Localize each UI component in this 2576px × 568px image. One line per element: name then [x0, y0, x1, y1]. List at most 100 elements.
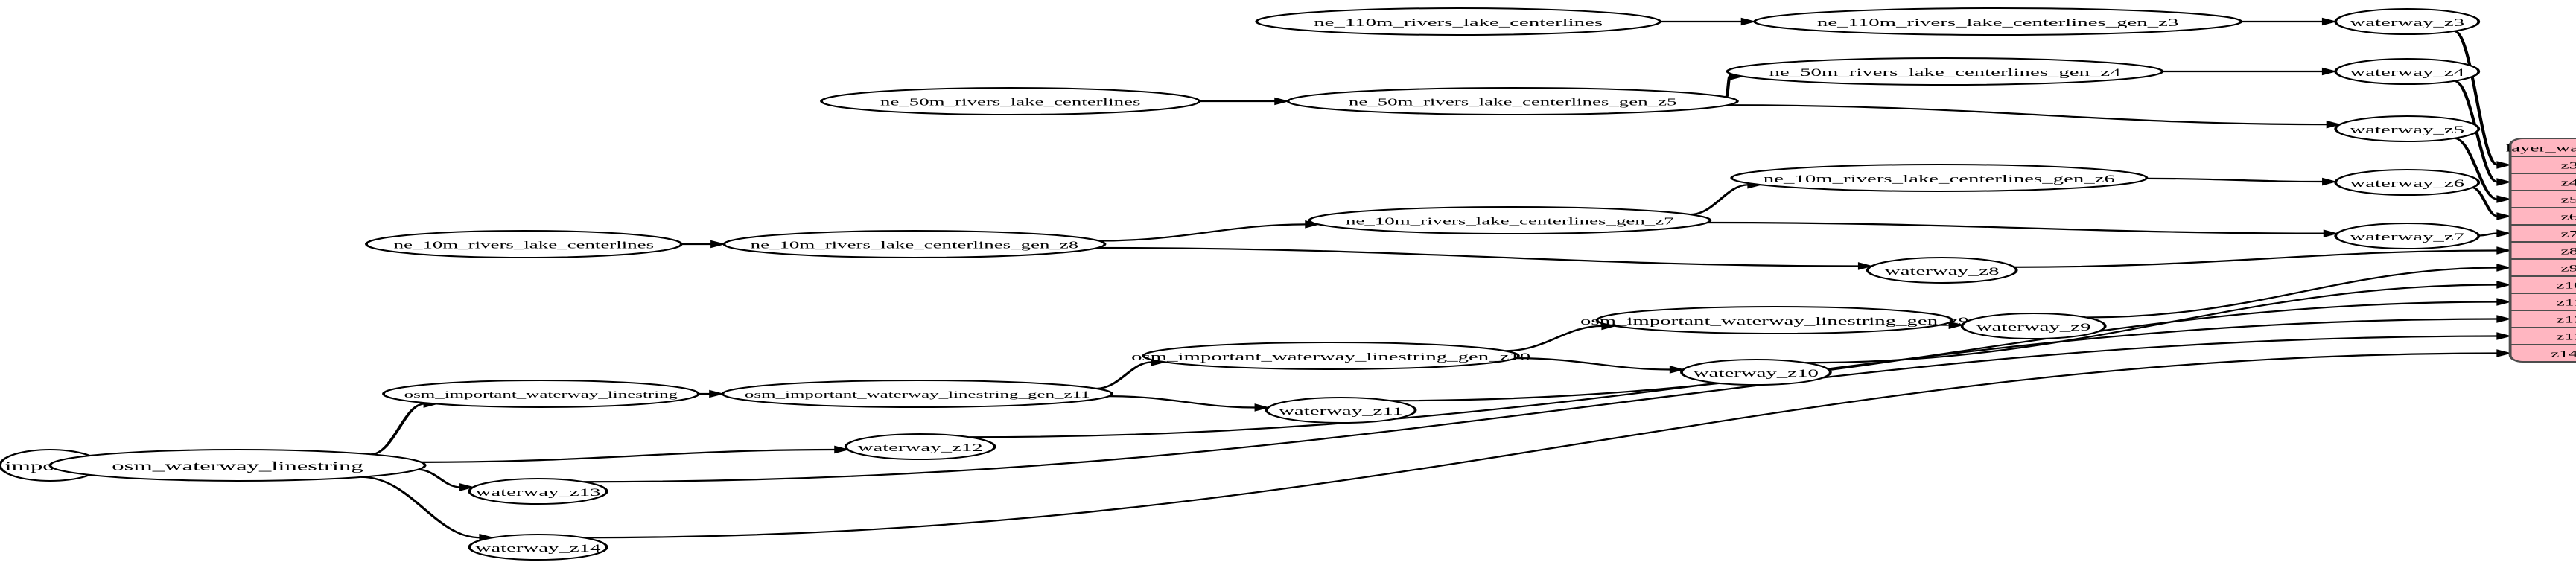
edge-waterway_z8-to-layer_waterway-z8 — [2014, 249, 2498, 268]
node-waterway_z6[interactable]: waterway_z6 — [2334, 169, 2481, 196]
node-ne_50m_rivers_lake_centerlines_gen_z4[interactable]: ne_50m_rivers_lake_centerlines_gen_z4 — [1726, 57, 2164, 86]
node-ne_10m_rivers_lake_centerlines[interactable]: ne_10m_rivers_lake_centerlines — [365, 230, 683, 258]
edge-arrowhead — [2496, 246, 2512, 255]
node-ne_50m_rivers_lake_centerlines_gen_z5[interactable]: ne_50m_rivers_lake_centerlines_gen_z5 — [1286, 87, 1739, 115]
node-waterway_z10[interactable]: waterway_z10 — [1680, 359, 1832, 386]
node-shape — [721, 380, 1114, 408]
node-shape — [48, 449, 427, 482]
node-shape — [2334, 115, 2481, 142]
edge-ne_10m_rivers_lake_centerlines_gen_z7-to-waterway_z7 — [1707, 221, 2324, 234]
node-waterway_z13[interactable]: waterway_z13 — [468, 478, 608, 505]
node-ne_10m_rivers_lake_centerlines_gen_z6[interactable]: ne_10m_rivers_lake_centerlines_gen_z6 — [1730, 164, 2149, 192]
edge-arrowhead — [2496, 178, 2512, 186]
node-osm_important_waterway_linestring[interactable]: osm_important_waterway_linestring — [382, 380, 700, 408]
edge-osm_waterway_linestring-to-osm_important_waterway_linestring — [370, 403, 425, 456]
edge-ne_10m_rivers_lake_centerlines_gen_z8-to-ne_10m_rivers_lake_centerlines_gen_z7 — [1098, 223, 1306, 242]
edge-ne_50m_rivers_lake_centerlines_gen_z5-to-waterway_z5 — [1727, 104, 2327, 126]
edge-osm_important_waterway_linestring_gen_z11-to-osm_important_waterway_linestring_gen_z10 — [1095, 361, 1153, 390]
edge-osm_waterway_linestring-to-waterway_z13 — [417, 468, 461, 488]
node-waterway_z12[interactable]: waterway_z12 — [844, 433, 996, 460]
edge-ne_10m_rivers_lake_centerlines_gen_z8-to-waterway_z8 — [1097, 246, 1859, 267]
node-waterway_z8[interactable]: waterway_z8 — [1866, 257, 2018, 284]
node-shape — [1960, 313, 2107, 339]
node-waterway_z14[interactable]: waterway_z14 — [468, 534, 608, 561]
edge-waterway_z6-to-layer_waterway-z6 — [2471, 186, 2499, 217]
node-shape — [1866, 257, 2018, 284]
node-waterway_z11[interactable]: waterway_z11 — [1265, 397, 1417, 424]
node-waterway_z7[interactable]: waterway_z7 — [2334, 223, 2481, 249]
node-osm_important_waterway_linestring_gen_z10[interactable]: osm_important_waterway_linestring_gen_z1… — [1131, 342, 1530, 370]
edge-arrowhead — [709, 389, 725, 398]
edge-arrowhead — [2321, 67, 2338, 76]
node-shape — [722, 230, 1107, 258]
node-shape — [468, 534, 608, 561]
edge-arrowhead — [2496, 212, 2512, 220]
edge-arrowhead — [2496, 229, 2512, 237]
edge-arrowhead — [2322, 177, 2338, 186]
node-shape — [2334, 8, 2481, 35]
node-shape — [1680, 359, 1832, 386]
edge-arrowhead — [2326, 120, 2342, 129]
edges-layer — [36, 17, 2512, 542]
node-shape — [844, 433, 996, 460]
edge-waterway_z14-to-layer_waterway-z14- — [583, 352, 2498, 539]
edge-waterway_z7-to-layer_waterway-z7 — [2478, 232, 2498, 237]
node-osm_important_waterway_linestring_gen_z9[interactable]: osm_important_waterway_linestring_gen_z9 — [1580, 306, 1969, 334]
edge-arrowhead — [2496, 281, 2512, 289]
node-ne_110m_rivers_lake_centerlines_gen_z3[interactable]: ne_110m_rivers_lake_centerlines_gen_z3 — [1753, 7, 2243, 36]
edge-arrowhead — [459, 483, 475, 491]
edge-osm_waterway_linestring-to-waterway_z14 — [361, 476, 480, 539]
edge-arrowhead — [2323, 229, 2339, 237]
edge-osm_waterway_linestring-to-waterway_z12 — [421, 448, 836, 463]
node-osm_waterway_linestring[interactable]: osm_waterway_linestring — [48, 449, 427, 482]
node-ne_10m_rivers_lake_centerlines_gen_z7[interactable]: ne_10m_rivers_lake_centerlines_gen_z7 — [1308, 206, 1712, 234]
edge-waterway_z3-to-layer_waterway-z3 — [2452, 30, 2499, 166]
record-node-layer: layer_waterwayz3z4z5z6z7z8z9z10z11z12z13… — [2505, 138, 2576, 363]
edge-ne_10m_rivers_lake_centerlines_gen_z6-to-waterway_z6 — [2146, 177, 2324, 183]
node-waterway_z9[interactable]: waterway_z9 — [1960, 313, 2107, 339]
node-waterway_z3[interactable]: waterway_z3 — [2334, 8, 2481, 35]
node-shape — [365, 230, 683, 258]
edge-arrowhead — [2496, 264, 2512, 272]
node-shape — [820, 87, 1201, 115]
record-node-layer-waterway: layer_waterwayz3z4z5z6z7z8z9z10z11z12z13… — [2505, 138, 2576, 363]
node-shape — [1308, 206, 1712, 234]
node-osm_important_waterway_linestring_gen_z11[interactable]: osm_important_waterway_linestring_gen_z1… — [721, 380, 1114, 408]
edge-arrowhead — [710, 240, 726, 249]
edge-arrowhead — [2321, 17, 2338, 26]
edge-osm_important_waterway_linestring_gen_z10-to-osm_important_waterway_linestring_gen_z9 — [1504, 325, 1603, 352]
node-shape — [1255, 7, 1662, 36]
edge-arrowhead — [1857, 262, 1874, 270]
nodes-layer: imposm3osm_waterway_linestringosm_import… — [0, 7, 2481, 561]
edge-waterway_z5-to-layer_waterway-z5 — [2453, 137, 2499, 200]
edge-waterway_z11-to-layer_waterway-z11 — [1390, 301, 2498, 402]
node-ne_10m_rivers_lake_centerlines_gen_z8[interactable]: ne_10m_rivers_lake_centerlines_gen_z8 — [722, 230, 1107, 258]
record-outer-frame — [2508, 138, 2576, 363]
edge-arrowhead — [2496, 161, 2512, 169]
edge-arrowhead — [1948, 321, 1965, 330]
edge-arrowhead — [2496, 315, 2512, 323]
edge-waterway_z9-to-layer_waterway-z9 — [2086, 267, 2498, 319]
node-waterway_z5[interactable]: waterway_z5 — [2334, 115, 2481, 142]
edge-arrowhead — [1274, 97, 1290, 106]
edge-arrowhead — [2496, 349, 2512, 357]
node-shape — [1142, 342, 1520, 370]
edge-osm_important_waterway_linestring_gen_z10-to-waterway_z10 — [1516, 357, 1670, 371]
edge-arrowhead — [1254, 403, 1270, 412]
node-shape — [2334, 58, 2481, 85]
node-ne_50m_rivers_lake_centerlines[interactable]: ne_50m_rivers_lake_centerlines — [820, 87, 1201, 115]
node-shape — [1265, 397, 1417, 424]
node-waterway_z4[interactable]: waterway_z4 — [2334, 58, 2481, 85]
node-shape — [1753, 7, 2243, 36]
node-ne_110m_rivers_lake_centerlines[interactable]: ne_110m_rivers_lake_centerlines — [1255, 7, 1662, 36]
edge-arrowhead — [834, 445, 850, 454]
node-shape — [382, 380, 700, 408]
edge-ne_10m_rivers_lake_centerlines_gen_z7-to-ne_10m_rivers_lake_centerlines_gen_z6 — [1690, 184, 1749, 216]
edge-arrowhead — [1669, 366, 1685, 374]
edge-arrowhead — [2496, 332, 2512, 340]
node-shape — [1726, 57, 2164, 86]
node-shape — [2334, 223, 2481, 249]
node-shape — [1286, 87, 1739, 115]
